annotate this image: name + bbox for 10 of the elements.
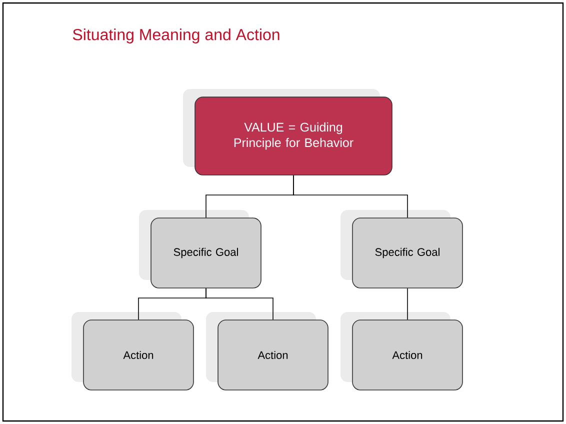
connector-line bbox=[407, 288, 408, 320]
slide-title: Situating Meaning and Action bbox=[72, 28, 280, 44]
hierarchy-box: Action bbox=[83, 320, 194, 390]
connector-line bbox=[206, 288, 274, 320]
hierarchy-box: Action bbox=[218, 320, 328, 390]
hierarchy-box: Action bbox=[352, 320, 463, 390]
hierarchy-box: Specific Goal bbox=[150, 218, 262, 288]
connector-line bbox=[293, 175, 408, 218]
value-box: VALUE = Guiding Principle for Behavior bbox=[194, 96, 392, 176]
hierarchy-box: Specific Goal bbox=[352, 218, 463, 288]
